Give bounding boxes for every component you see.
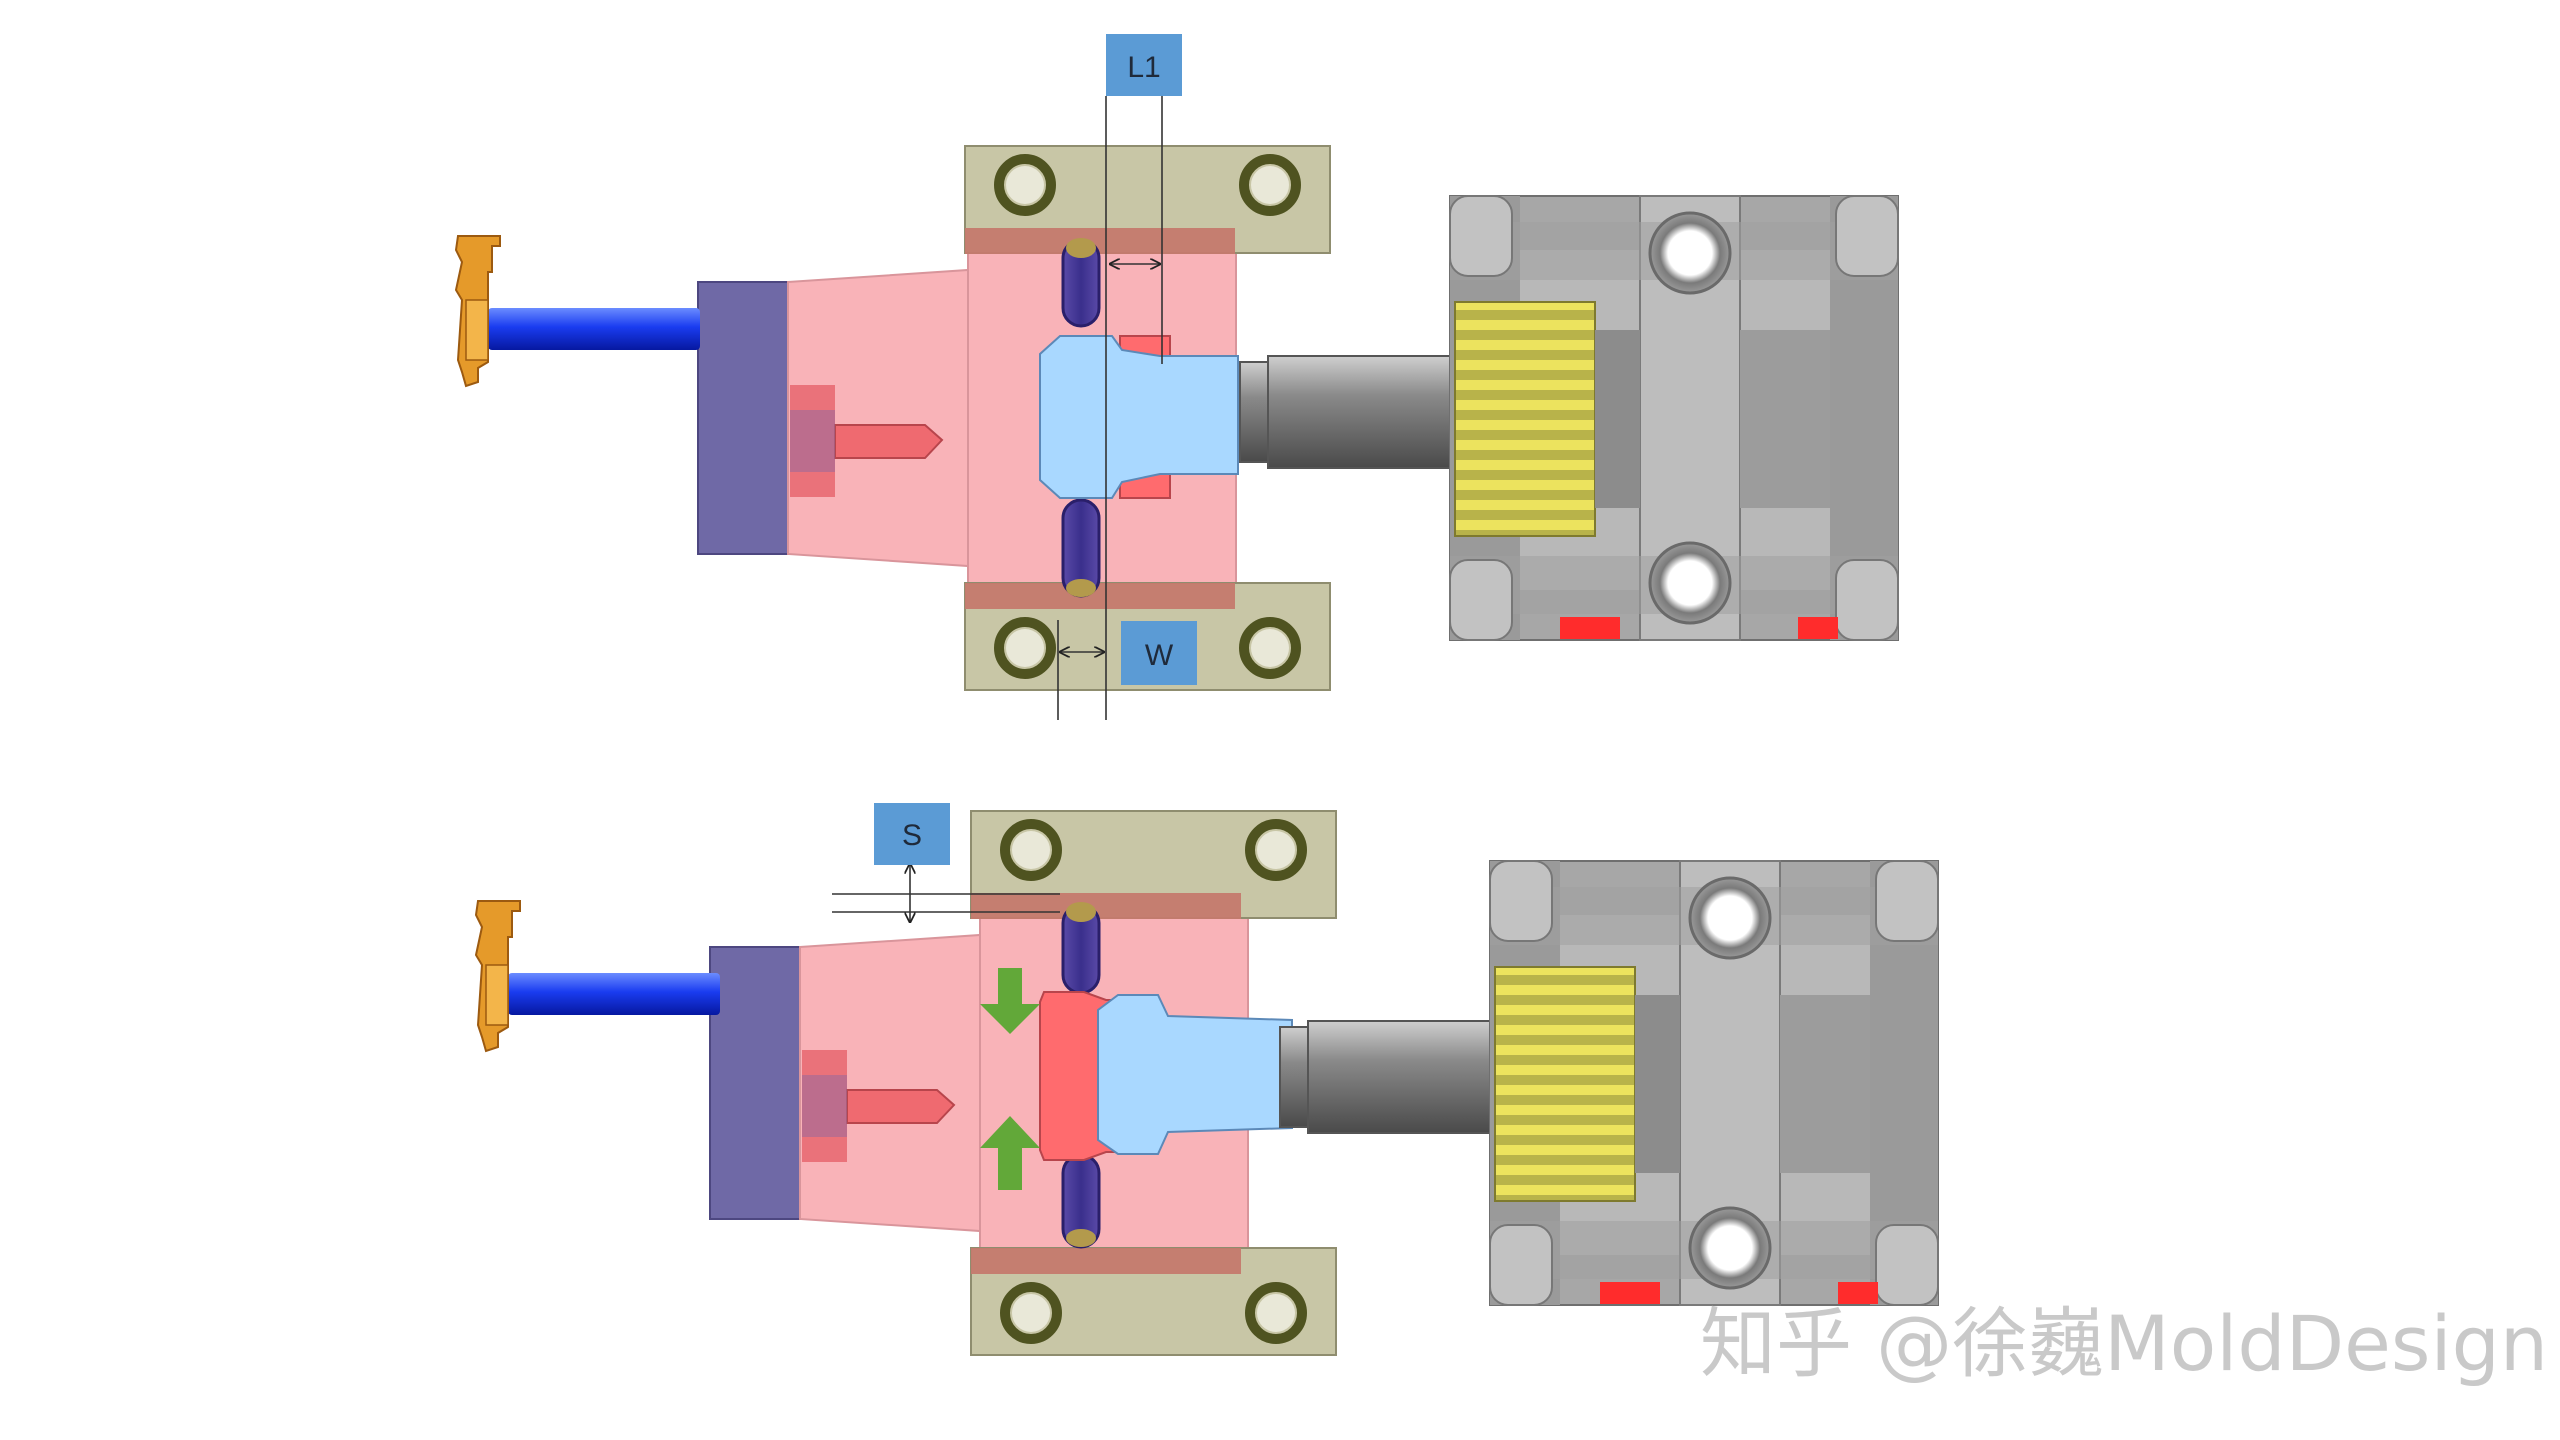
watermark-text: 知乎 @徐巍MoldDesign (1700, 1299, 2548, 1388)
w-label-box: W (1121, 621, 1197, 685)
arrow-up-icon (980, 1116, 1040, 1190)
bottom-cylinder (1278, 859, 1940, 1307)
arrow-down-icon (980, 968, 1040, 1034)
s-label: S (902, 819, 922, 852)
top-rod-part (455, 235, 701, 387)
top-cylinder (1238, 194, 1900, 642)
top-dimensions (1057, 96, 1163, 720)
w-label: W (1145, 639, 1174, 672)
s-label-box: S (874, 803, 950, 865)
l1-label: L1 (1127, 51, 1160, 84)
bottom-core (1097, 994, 1293, 1155)
bottom-dimensions (832, 864, 1060, 922)
top-core (1039, 335, 1239, 499)
top-mechanism (455, 146, 1900, 690)
bottom-mechanism (475, 811, 1940, 1355)
l1-label-box: L1 (1106, 34, 1182, 96)
bottom-rod-part (475, 900, 721, 1052)
